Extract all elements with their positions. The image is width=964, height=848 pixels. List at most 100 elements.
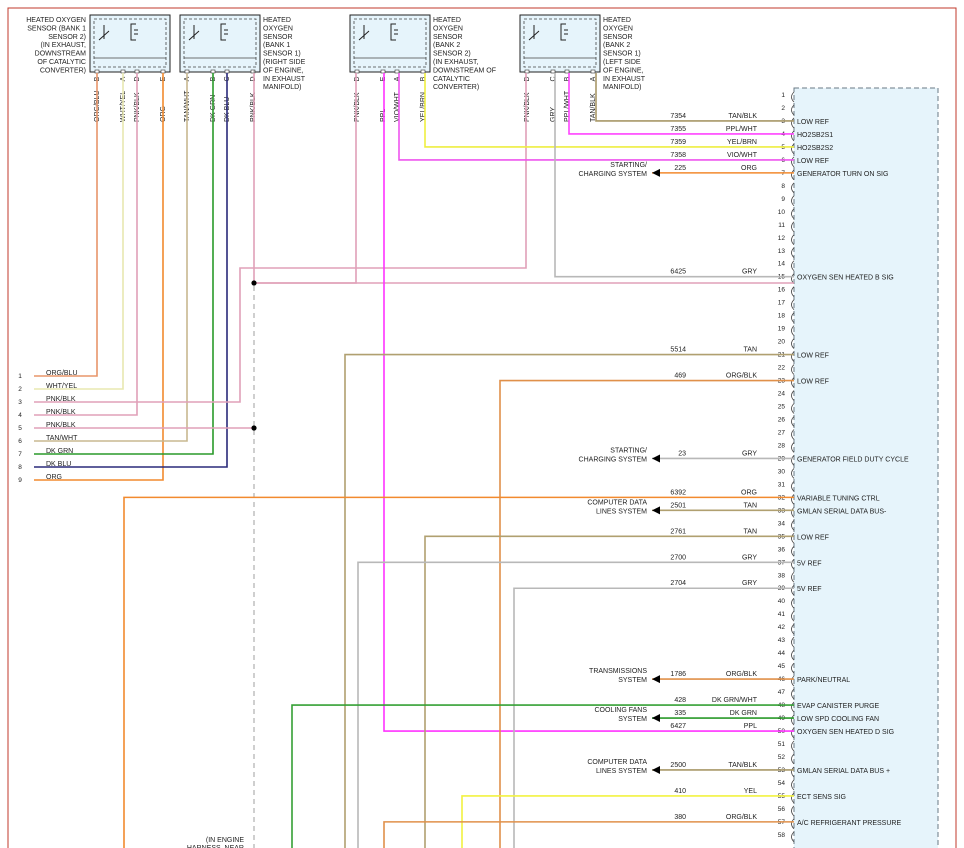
ecm-signal-name: GENERATOR TURN ON SIG: [797, 171, 888, 178]
ecm-pin-contact: [791, 299, 795, 310]
ecm-pin-contact: [791, 182, 795, 194]
ecm-pin-contact: [791, 416, 795, 427]
sensor-description: OF CATALYTIC: [37, 59, 86, 66]
ecm-wire-color: ORG/BLK: [726, 671, 757, 678]
wire-vio-wht: [398, 73, 794, 161]
sensor-wire-color: TAN/BLK: [590, 93, 597, 122]
ecm-pin-number: 8: [781, 183, 785, 190]
ecm-pin-number: 30: [778, 468, 786, 475]
wire-pnk-blk: [34, 73, 527, 403]
connector-pin-number: 9: [18, 477, 22, 484]
ecm-pin-contact: [791, 325, 795, 336]
ecm-signal-name: HO2SB2S1: [797, 132, 833, 139]
sensor-description: HEATED: [433, 17, 461, 24]
sensor-description: SENSOR 1): [263, 51, 301, 58]
connector-pin-number: 4: [18, 412, 22, 419]
sensor-pin: [524, 69, 530, 74]
sensor-pin: [210, 69, 216, 74]
ecm-signal-name: LOW SPD COOLING FAN: [797, 716, 879, 723]
sensor-pin: [94, 69, 100, 74]
ecm-pin-contact: [791, 143, 795, 155]
sensor-description: (LEFT SIDE: [603, 59, 641, 66]
ecm-pin-number: 20: [778, 339, 786, 346]
connector-wire-color: TAN/WHT: [46, 435, 78, 442]
ecm-pin-number: 43: [778, 637, 786, 644]
ecm-pin-number: 19: [778, 326, 786, 333]
ecm-pin-number: 17: [778, 300, 786, 307]
sensor-element-icon: [98, 25, 110, 41]
ecm-pin-contact: [791, 351, 795, 362]
ecm-signal-name: ECT SENS SIG: [797, 794, 846, 801]
connector-wire-color: PNK/BLK: [46, 422, 76, 429]
ecm-pin-contact: [791, 805, 795, 817]
sensor-description: OXYGEN: [263, 25, 293, 32]
ecm-pin-contact: [791, 623, 795, 635]
ecm-pin-number: 28: [778, 442, 786, 449]
sensor-pin: [420, 69, 426, 74]
ecm-pin-contact: [791, 649, 795, 661]
ecm-pin-contact: [791, 792, 795, 804]
sensor-pin: [134, 69, 140, 74]
connector-pin-number: 6: [18, 438, 22, 445]
wire-yel-brn: [424, 73, 794, 148]
destination-label: STARTING/: [610, 447, 647, 454]
sensor-pin-letter: B: [420, 76, 427, 81]
arrow-icon: [652, 506, 660, 515]
ecm-pin-contact: [791, 169, 795, 181]
ecm-pin-number: 9: [781, 196, 785, 203]
ecm-pin-number: 34: [778, 520, 786, 527]
ecm-pin-number: 16: [778, 287, 786, 294]
ecm-signal-name: VARIABLE TUNING CTRL: [797, 495, 880, 502]
ecm-signal-name: OXYGEN SEN HEATED D SIG: [797, 729, 894, 736]
wire-pnk-blk: [254, 73, 357, 284]
destination-label: COMPUTER DATA: [587, 759, 647, 766]
ecm-pin-number: 38: [778, 572, 786, 579]
sensor-pin: [564, 69, 570, 74]
sensor-description: (RIGHT SIDE: [263, 59, 306, 66]
sensor-pin-letter: A: [394, 76, 401, 81]
wire-469: [499, 379, 794, 848]
wire-wht-yel: [34, 73, 124, 390]
ecm-pin-number: 1: [781, 92, 785, 99]
circuit-number: 428: [674, 697, 686, 704]
ecm-pin-contact: [791, 636, 795, 648]
ecm-pin-number: 11: [778, 222, 785, 229]
connector-pin-number: 8: [18, 464, 22, 471]
destination-label: CHARGING SYSTEM: [579, 456, 648, 463]
sensor-description: IN EXHAUST: [603, 76, 646, 83]
sensor-description: IN EXHAUST: [263, 76, 306, 83]
ecm-pin-number: 26: [778, 417, 786, 424]
ecm-pin-contact: [791, 558, 795, 570]
ecm-wire-color: TAN/BLK: [728, 762, 757, 769]
ecm-wire-color: ORG: [741, 165, 757, 172]
circuit-number: 2704: [670, 580, 686, 587]
ecm-pin-number: 13: [778, 248, 786, 255]
page-border: [7, 7, 957, 848]
ecm-pin-contact: [791, 610, 795, 622]
circuit-number: 2761: [670, 528, 686, 535]
sensor-element-icon: [528, 25, 540, 41]
destination-label: STARTING/: [610, 162, 647, 169]
sensor-pin: [590, 69, 596, 74]
ecm-pin-contact: [791, 779, 795, 791]
sensor-description: SENSOR 2): [433, 51, 471, 58]
sensor-description: SENSOR: [603, 34, 633, 41]
arrow-icon: [652, 765, 660, 774]
ecm-pin-number: 2: [781, 105, 785, 112]
ecm-pin-number: 51: [778, 741, 786, 748]
ecm-signal-name: LOW REF: [797, 158, 829, 165]
connector-wire-color: WHT/YEL: [46, 383, 77, 390]
connector-wire-color: ORG: [46, 474, 62, 481]
sensor-description: DOWNSTREAM: [35, 51, 87, 58]
sensor-description: OF ENGINE,: [263, 67, 304, 74]
ecm-pin-contact: [791, 507, 795, 518]
sensor-description: OXYGEN: [433, 25, 463, 32]
ecm-wire-color: TAN/BLK: [728, 113, 757, 120]
harness-note: (IN ENGINE: [206, 837, 244, 844]
ecm-pin-contact: [791, 468, 795, 479]
sensor-description: CATALYTIC: [433, 76, 470, 83]
circuit-number: 7355: [670, 126, 686, 133]
sensor-pin: [394, 69, 400, 74]
ecm-wire-color: ORG/BLK: [726, 814, 757, 821]
ecm-signal-name: LOW REF: [797, 353, 829, 360]
